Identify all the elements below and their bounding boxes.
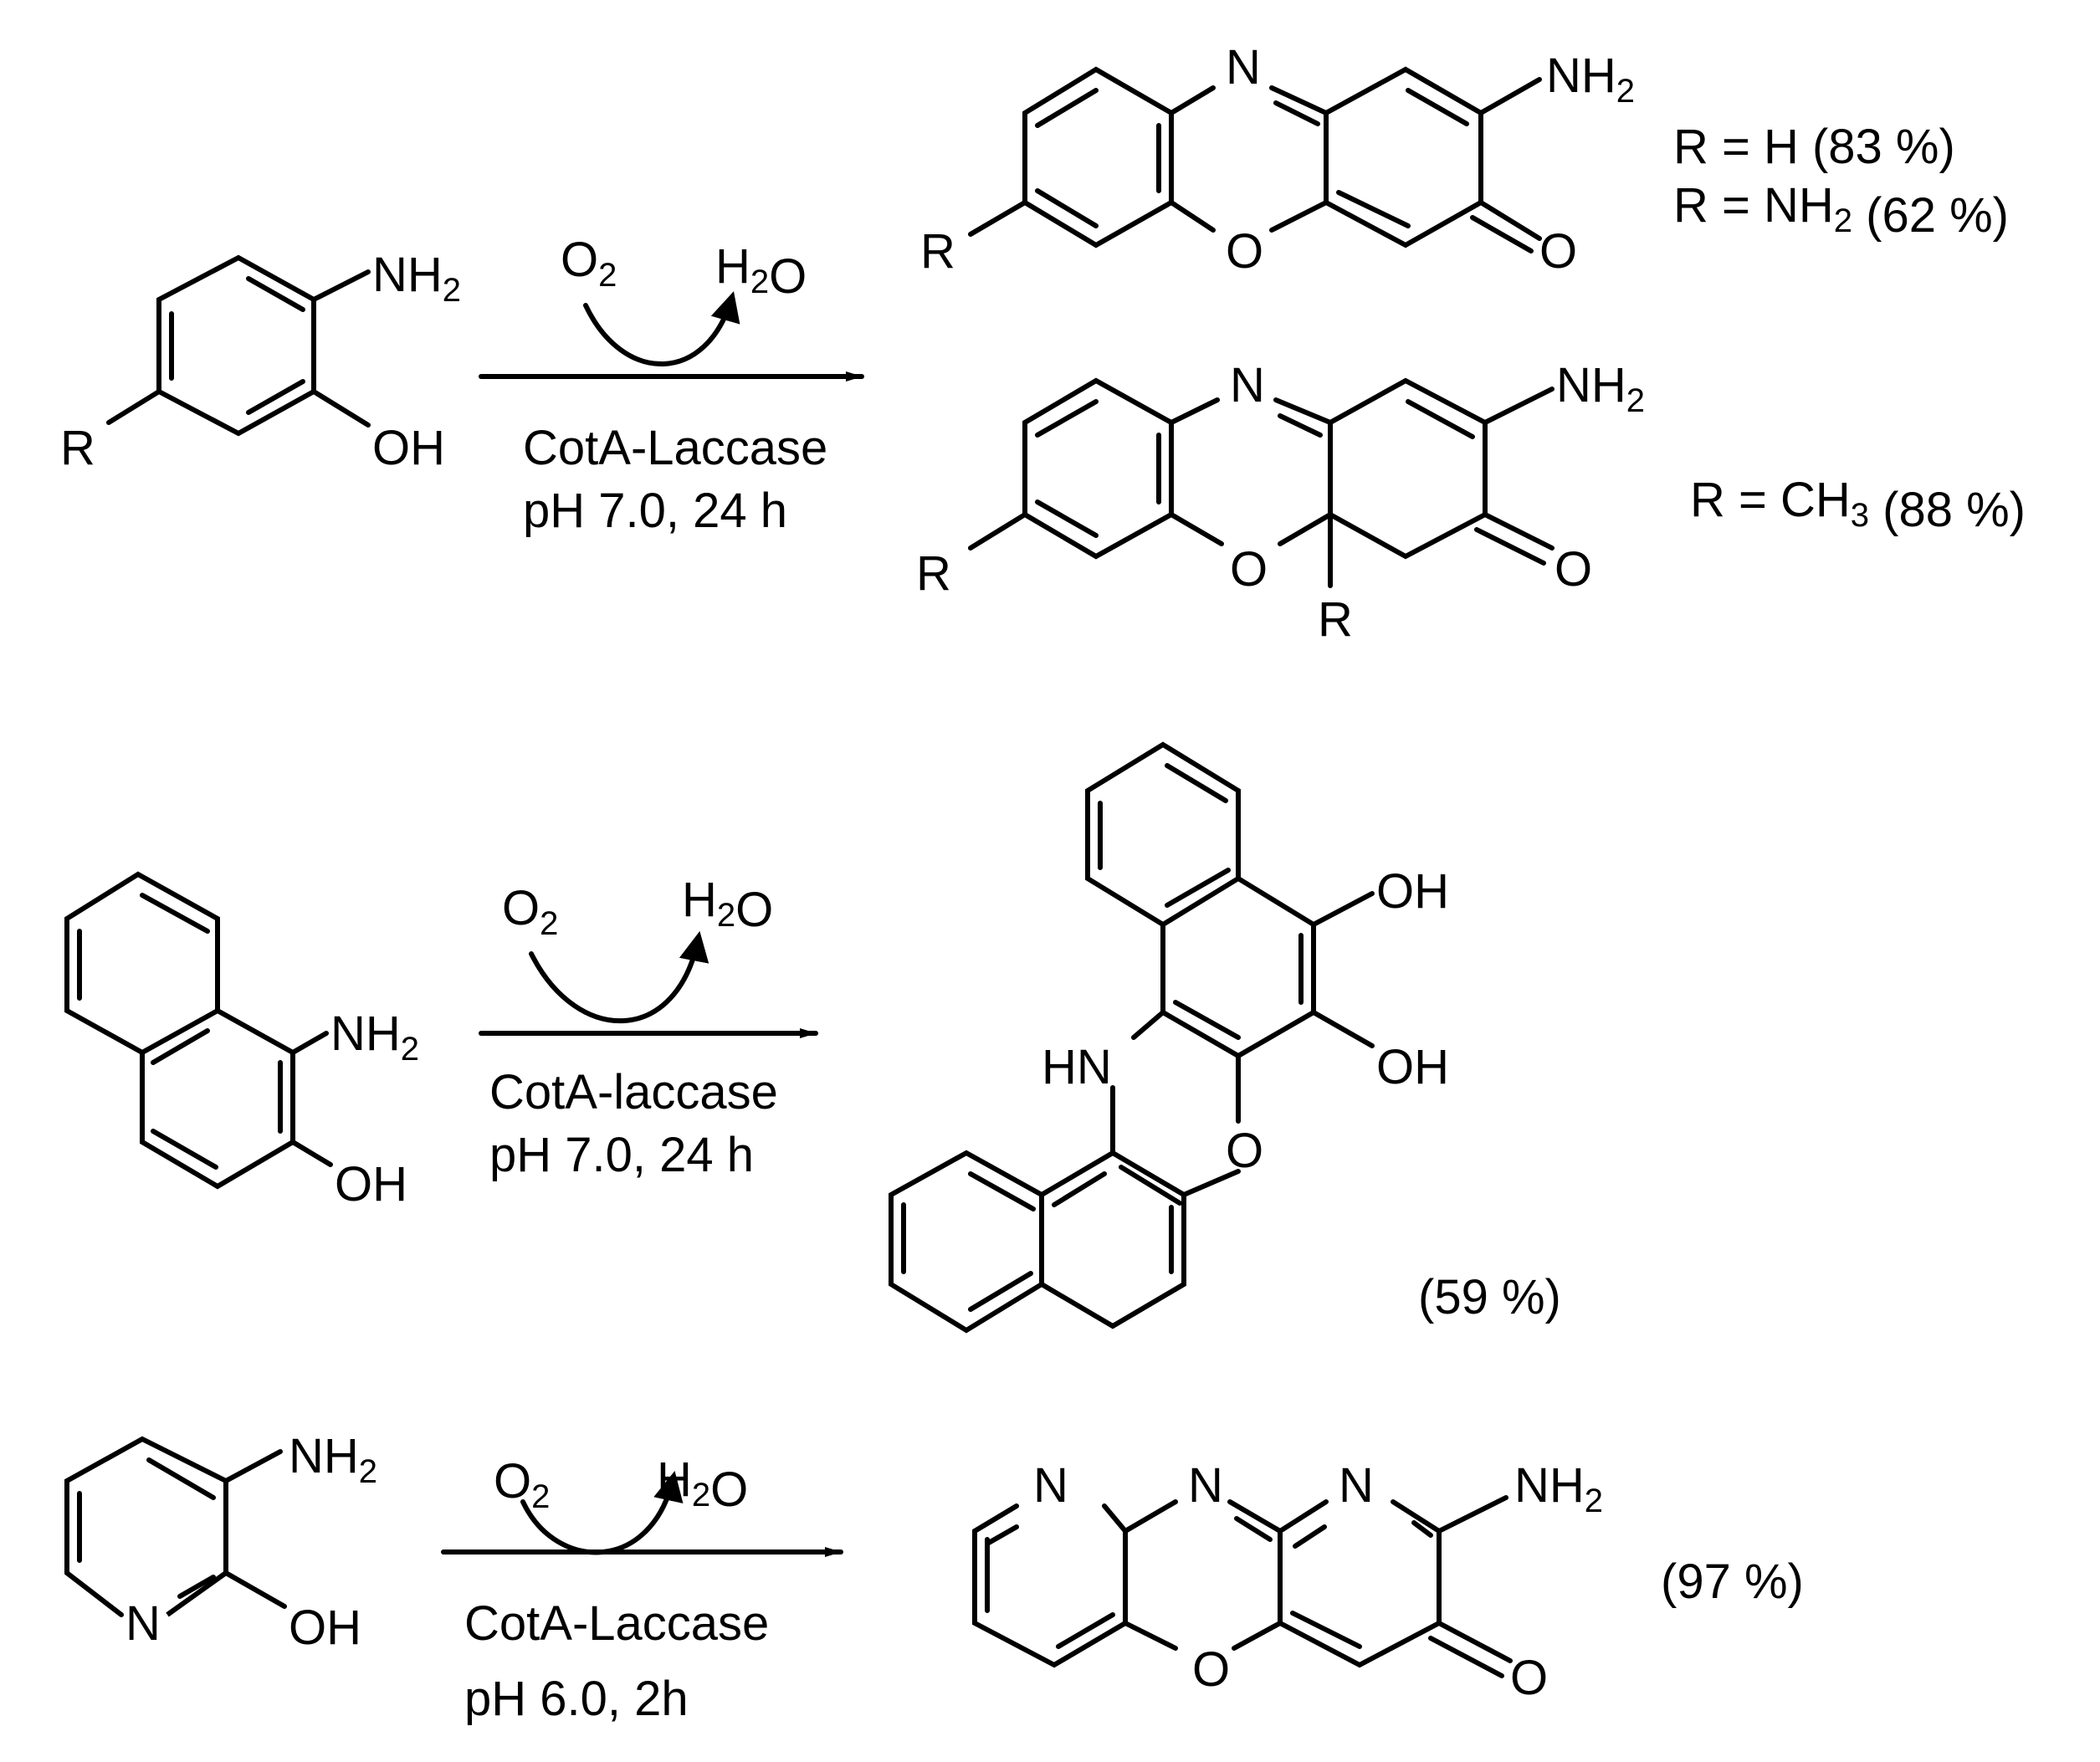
reaction-1: NH2 OH R O2 H2O CotA-Laccase pH 7.0, 24 …	[60, 40, 2026, 647]
oh-label: OH	[372, 421, 445, 475]
oxazine-n-label: N	[1188, 1458, 1223, 1513]
reaction-2: NH2 OH O2 H2O CotA-laccase pH 7.0, 24 h	[64, 741, 1561, 1334]
quinone-ring	[1324, 66, 1483, 248]
nh2-label: NH2	[1546, 49, 1635, 110]
left-pyridine-ring	[972, 1503, 1128, 1668]
hn-label: HN	[1042, 1040, 1112, 1094]
r-label: R	[920, 224, 955, 279]
h2o-label: H2O	[657, 1452, 748, 1517]
o2-h2o-curve	[529, 930, 709, 1023]
pyridine-ring	[64, 1436, 228, 1617]
oh-label: OH	[289, 1601, 361, 1655]
central-ring	[1169, 85, 1329, 233]
product-dibenzophenoxazine: OH OH HN O (59 %)	[889, 741, 1561, 1334]
r-aryl-label: R	[916, 546, 951, 601]
o2-h2o-curve	[520, 1470, 684, 1555]
o2-h2o-curve	[583, 291, 740, 366]
naphthalene-outer	[64, 871, 295, 1190]
reactant-aminophenol: NH2 OH R	[60, 248, 461, 475]
left-benzene-ring	[1022, 377, 1174, 560]
product-aminophenoxazinone: N O NH2 O R R = H (83 %) R = NH2 (62 %)	[920, 40, 2009, 279]
o2-label: O2	[561, 233, 617, 294]
yield-r-ch3: R = CH3 (88 %)	[1690, 473, 2026, 537]
r-label: R	[60, 421, 95, 475]
h2o-label: H2O	[682, 873, 773, 937]
product-dipyridooxazinone: N N N NH2 O O (97 %)	[972, 1458, 1804, 1705]
yield-r-h: R = H (83 %)	[1673, 120, 1955, 174]
condition-enzyme: CotA-laccase	[489, 1065, 778, 1119]
keto-o-label: O	[1510, 1651, 1548, 1705]
oh-upper-label: OH	[1376, 864, 1449, 919]
yield-naphthoxazine: (59 %)	[1418, 1270, 1561, 1324]
condition-ph-time: pH 7.0, 24 h	[489, 1128, 754, 1182]
nh2-label: NH2	[372, 248, 461, 309]
pyridinone-n-label: N	[1339, 1458, 1374, 1513]
o2-label: O2	[494, 1454, 550, 1515]
cyclohexenone-ring	[1328, 377, 1488, 560]
keto-o-label: O	[1539, 224, 1577, 279]
n-label: N	[125, 1596, 161, 1651]
reactant-aminonaphthol: NH2 OH	[64, 871, 419, 1211]
o-ring-label: O	[1226, 1124, 1263, 1178]
reaction-arrow-2: O2 H2O CotA-laccase pH 7.0, 24 h	[479, 873, 818, 1182]
keto-o-label: O	[1555, 542, 1592, 597]
condition-enzyme: CotA-Laccase	[464, 1596, 769, 1651]
h2o-label: H2O	[715, 239, 807, 304]
nh2-label: NH2	[1514, 1458, 1603, 1519]
reactant-aminohydroxypyridine: NH2 OH N	[64, 1429, 377, 1655]
yield-r-nh2: R = NH2 (62 %)	[1673, 178, 2009, 243]
yield-pyridooxazinone: (97 %)	[1661, 1555, 1804, 1609]
o2-label: O2	[502, 881, 558, 942]
reaction-arrow-3: O2 H2O CotA-Laccase pH 6.0, 2h	[441, 1452, 843, 1726]
oh-label: OH	[335, 1157, 407, 1211]
benzene-ring	[156, 254, 316, 437]
n-label: N	[1226, 40, 1261, 95]
r-angular-label: R	[1318, 592, 1353, 647]
left-benzene-ring	[1022, 66, 1174, 248]
nh2-label: NH2	[1556, 358, 1645, 419]
pyridine-n-label: N	[1033, 1458, 1068, 1513]
o-ring-label: O	[1192, 1642, 1230, 1697]
product-methyl-phenoxazinone: N O NH2 O R R R = CH3 (88 %)	[916, 358, 2026, 647]
condition-ph-time: pH 6.0, 2h	[464, 1672, 689, 1726]
reaction-3: NH2 OH N O2 H2O CotA-Laccase pH 6.0, 2h …	[64, 1429, 1804, 1726]
n-label: N	[1230, 358, 1265, 412]
oh-lower-label: OH	[1376, 1040, 1449, 1094]
reaction-arrow-1: O2 H2O CotA-Laccase pH 7.0, 24 h	[479, 233, 864, 538]
nh2-label: NH2	[289, 1429, 377, 1490]
nh2-label: NH2	[330, 1006, 419, 1068]
o-ring-label: O	[1226, 224, 1263, 279]
condition-ph-time: pH 7.0, 24 h	[523, 484, 787, 538]
o-ring-label: O	[1230, 542, 1268, 597]
condition-enzyme: CotA-Laccase	[523, 421, 827, 475]
